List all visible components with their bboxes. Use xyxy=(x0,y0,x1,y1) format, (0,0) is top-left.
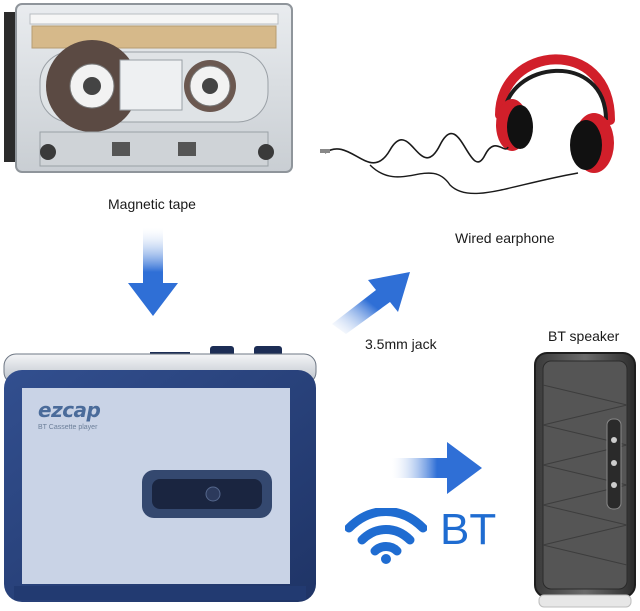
player-brand-logo: ezcap xyxy=(38,398,101,422)
wireless-signal-icon xyxy=(345,508,427,564)
down-arrow-icon xyxy=(128,228,178,316)
cassette-player-image xyxy=(3,346,317,602)
up-right-arrow-icon xyxy=(332,272,410,334)
bt-speaker-label: BT speaker xyxy=(548,328,620,344)
bt-label: BT xyxy=(440,505,497,554)
right-arrow-icon xyxy=(392,442,482,494)
cassette-tape-image xyxy=(4,3,293,173)
jack-label: 3.5mm jack xyxy=(365,336,437,352)
magnetic-tape-label: Magnetic tape xyxy=(108,196,196,212)
player-model-text: BT Cassette player xyxy=(38,424,98,431)
headphones-image xyxy=(320,54,615,195)
wired-earphone-label: Wired earphone xyxy=(455,230,555,246)
bt-speaker-image xyxy=(534,352,636,608)
